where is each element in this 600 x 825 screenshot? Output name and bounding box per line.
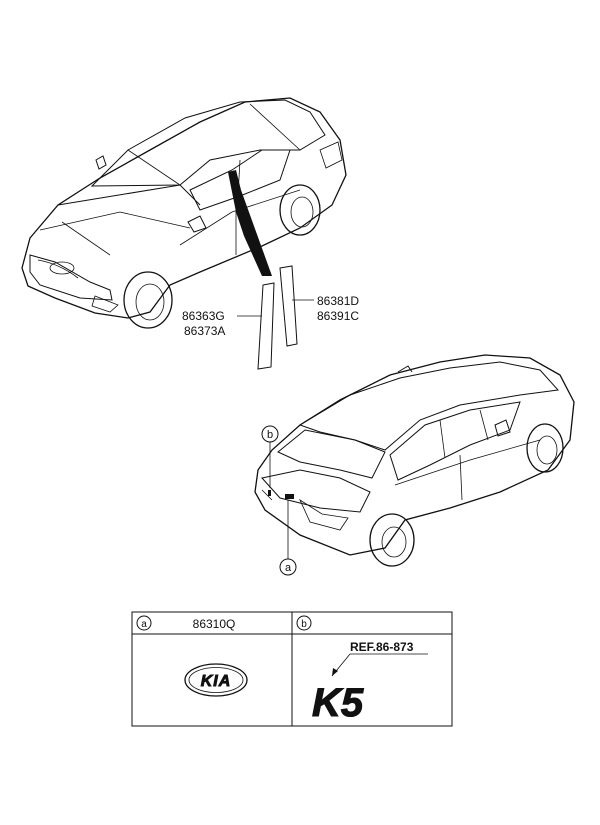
part-number-86381D: 86381D — [317, 294, 359, 308]
pillar-trim-part-left — [257, 282, 275, 370]
pillar-leader-strip — [228, 170, 272, 276]
kia-emblem-icon: KIA — [184, 663, 248, 697]
parts-table: a 86310Q b KIA REF.86-873 K5 — [131, 611, 453, 727]
rear-car-drawing — [254, 354, 575, 567]
pillar-trim-parts — [257, 265, 298, 370]
callout-a-circle — [279, 558, 297, 576]
k5-badge-text: K5 — [312, 681, 364, 725]
trunk-badge-mark — [268, 490, 271, 496]
table-callout-b — [296, 615, 312, 631]
ref-label: REF.86-873 — [350, 640, 414, 654]
table-callout-a-label: a — [141, 619, 147, 630]
table-callout-a — [136, 615, 152, 631]
trunk-emblem-mark — [285, 494, 294, 499]
callout-b-label: b — [267, 429, 273, 441]
kia-emblem-text: KIA — [201, 673, 232, 690]
pillar-trim-part-right — [279, 265, 298, 347]
table-part-86310Q: 86310Q — [193, 617, 236, 631]
part-number-86363G: 86363G — [182, 309, 225, 323]
part-number-86391C: 86391C — [317, 309, 359, 323]
part-number-86373A: 86373A — [184, 324, 225, 338]
callout-a-label: a — [285, 562, 292, 574]
table-callout-b-label: b — [301, 619, 307, 630]
front-car-drawing — [21, 97, 347, 329]
callout-b-circle — [261, 425, 279, 443]
ref-arrowhead — [332, 668, 338, 676]
